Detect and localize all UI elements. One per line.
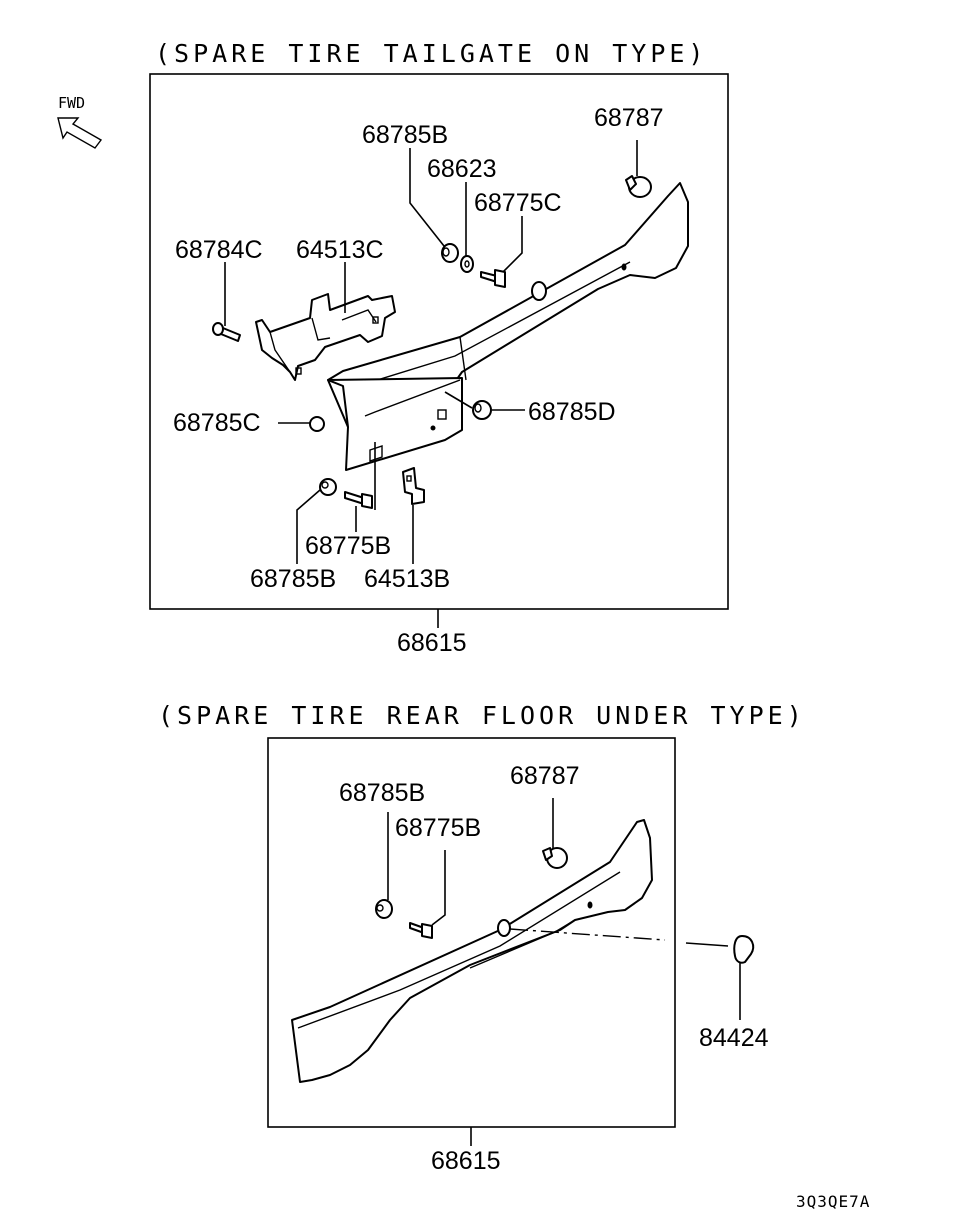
nut-68785B-upper-icon bbox=[441, 243, 459, 263]
label-68785B-lower: 68785B bbox=[250, 565, 336, 593]
label-68785B-bottom: 68785B bbox=[339, 779, 425, 807]
bracket-64513B bbox=[402, 467, 425, 505]
rear-garnish-tailgate bbox=[327, 182, 689, 471]
label-68784C: 68784C bbox=[175, 236, 263, 264]
label-68787: 68787 bbox=[594, 104, 664, 132]
bracket-64513C bbox=[255, 293, 396, 381]
tailgate-leader-lines bbox=[224, 140, 638, 628]
label-68775B-bottom: 68775B bbox=[395, 814, 481, 842]
label-68785D: 68785D bbox=[528, 398, 616, 426]
label-84424: 84424 bbox=[699, 1024, 769, 1052]
tailgate-assembly-frame bbox=[149, 73, 729, 610]
screw-68775B-icon bbox=[344, 491, 373, 509]
section-title-tailgate: (SPARE TIRE TAILGATE ON TYPE) bbox=[155, 39, 708, 68]
assembly-label-tailgate: 68615 bbox=[397, 629, 467, 657]
nut-68785B-lower-icon bbox=[319, 478, 337, 496]
label-68787-bottom: 68787 bbox=[510, 762, 580, 790]
nut-68785B-icon bbox=[375, 899, 393, 919]
label-64513B: 64513B bbox=[364, 565, 450, 593]
diagram-code: 3Q3QE7A bbox=[796, 1192, 870, 1210]
rear-floor-under-type-section: (SPARE TIRE REAR FLOOR UNDER TYPE) bbox=[158, 701, 806, 1175]
label-64513C: 64513C bbox=[296, 236, 384, 264]
clip-68787-icon bbox=[625, 175, 652, 198]
screw-68775B-icon bbox=[409, 922, 433, 939]
washer-68623-icon bbox=[460, 255, 474, 273]
label-68785C: 68785C bbox=[173, 409, 261, 437]
section-title-rear-floor: (SPARE TIRE REAR FLOOR UNDER TYPE) bbox=[158, 701, 806, 730]
tailgate-type-section: (SPARE TIRE TAILGATE ON TYPE) bbox=[149, 39, 729, 657]
grommet-68785D-icon bbox=[472, 400, 492, 420]
fwd-indicator: FWD bbox=[57, 94, 103, 149]
nut-68785C-icon bbox=[309, 416, 325, 432]
assembly-label-rear-floor: 68615 bbox=[431, 1147, 501, 1175]
cap-84424-icon bbox=[733, 935, 755, 964]
clip-68787-icon bbox=[542, 847, 568, 869]
label-68785B-upper: 68785B bbox=[362, 121, 448, 149]
screw-68784C-icon bbox=[212, 322, 241, 342]
fwd-arrow-icon bbox=[57, 117, 103, 149]
label-68775C: 68775C bbox=[474, 189, 562, 217]
rear-floor-leader-lines bbox=[387, 798, 741, 1146]
label-68623: 68623 bbox=[427, 155, 497, 183]
rear-garnish-floor-under bbox=[291, 819, 653, 1083]
label-68775B: 68775B bbox=[305, 532, 391, 560]
screw-68775C-icon bbox=[480, 269, 506, 288]
fwd-label: FWD bbox=[58, 94, 85, 112]
